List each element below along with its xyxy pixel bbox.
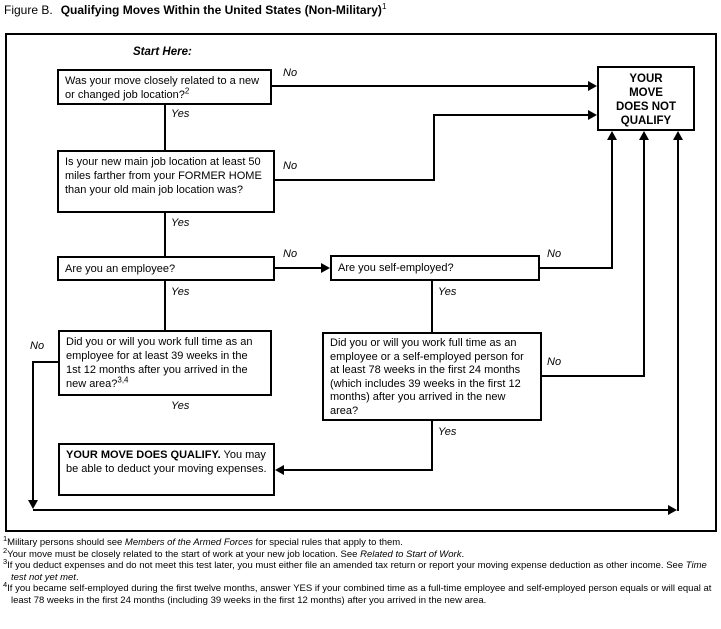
not-qualify-line: DOES NOT [615, 101, 677, 113]
node-78-weeks-question: Did you or will you work full time as an… [322, 332, 542, 421]
footnote-2-text-end: . [461, 548, 465, 560]
node-78-weeks-text: Did you or will you work full time as an… [330, 337, 524, 417]
node-39-weeks-question: Did you or will you work full time as an… [58, 330, 272, 396]
edge-label-q5-no: No [30, 340, 45, 352]
edge-q6-yes-left-line [284, 469, 433, 471]
edge-bottom-riser [677, 140, 679, 511]
footnote-4-marker: 4 [3, 579, 8, 589]
edge-q6-no-riser [643, 140, 645, 377]
edge-label-q6-yes: Yes [438, 426, 457, 438]
edge-bottom-line [33, 509, 668, 511]
node-distance-question: Is your new main job location at least 5… [57, 150, 275, 213]
not-qualify-line: MOVE [629, 87, 663, 99]
arrowhead-into-not-qualify-bottom-3 [673, 131, 683, 140]
edge-q1-no-line [272, 85, 588, 87]
edge-q2-yes-line [164, 212, 166, 256]
arrowhead-into-qualify [275, 465, 284, 475]
footnote-3-italic: Time test not yet met [11, 560, 707, 583]
edge-q5-no-left-line [33, 361, 59, 363]
qualify-title: YOUR MOVE DOES QUALIFY. [66, 449, 221, 461]
edge-q3-no-line [275, 267, 321, 269]
footnote-3: 3If you deduct expenses and do not meet … [3, 556, 718, 583]
footnote-2-marker: 2 [3, 545, 8, 555]
edge-q1-yes-line [164, 105, 166, 150]
node-self-employed-question: Are you self-employed? [330, 255, 540, 281]
node-distance-text: Is your new main job location at least 5… [65, 156, 262, 196]
edge-label-q5-yes: Yes [171, 400, 190, 412]
arrowhead-into-self-employed [321, 263, 330, 273]
edge-q2-no-line [275, 179, 435, 181]
edge-q6-no-line [542, 375, 645, 377]
arrowhead-bottom-right [668, 505, 677, 515]
footnote-1: 1Military persons should see Members of … [3, 533, 718, 549]
edge-label-q1-yes: Yes [171, 108, 190, 120]
node-move-qualifies: YOUR MOVE DOES QUALIFY. You may be able … [58, 443, 275, 496]
edge-q6-yes-down-line [431, 420, 433, 470]
node-move-does-not-qualify: YOUR MOVE DOES NOT QUALIFY [597, 66, 695, 131]
node-job-location-text: Was your move closely related to a new o… [65, 75, 260, 101]
edge-q4-no-riser [611, 140, 613, 269]
footnote-2: 2Your move must be closely related to th… [3, 546, 718, 561]
footnote-3-marker: 3 [3, 556, 8, 566]
edge-q4-no-line [540, 267, 613, 269]
figure-title: Figure B. Qualifying Moves Within the Uni… [4, 2, 387, 18]
not-qualify-line: QUALIFY [620, 115, 672, 127]
edge-label-q6-no: No [547, 356, 562, 368]
footnote-2-italic: Related to Start of Work [360, 548, 462, 560]
node-employee-question: Are you an employee? [57, 256, 275, 281]
footnote-4: 4If you became self-employed during the … [3, 579, 718, 606]
footnote-1-text: Military persons should see [7, 537, 125, 548]
edge-label-q2-no: No [283, 160, 298, 172]
edge-label-q4-no: No [547, 248, 562, 260]
footnote-3-text: If you deduct expenses and do not meet t… [7, 560, 686, 571]
edge-label-q2-yes: Yes [171, 217, 190, 229]
arrowhead-into-not-qualify-left-1 [588, 81, 597, 91]
node-39-weeks-text: Did you or will you work full time as an… [66, 336, 253, 390]
footnote-1-marker: 1 [3, 533, 8, 543]
footnote-1-text-end: for special rules that apply to them. [252, 537, 403, 548]
footnote-4-text: If you became self-employed during the f… [7, 583, 712, 606]
arrowhead-q5-no-down [28, 500, 38, 509]
start-here-label: Start Here: [133, 46, 192, 58]
edge-q4-yes-line [431, 281, 433, 332]
node-job-location-footnote-marker: 2 [184, 86, 190, 96]
not-qualify-line: YOUR [629, 73, 663, 85]
title-footnote-marker: 1 [381, 2, 387, 11]
figure-title-text: Qualifying Moves Within the United State… [60, 3, 382, 17]
footnote-2-text: Your move must be closely related to the… [7, 548, 361, 560]
qualify-text: You may be able to deduct your moving ex… [66, 449, 267, 475]
edge-label-q3-yes: Yes [171, 286, 190, 298]
arrowhead-into-not-qualify-bottom-2 [639, 131, 649, 140]
node-employee-text: Are you an employee? [65, 263, 176, 275]
footnote-3-text-end: . [75, 571, 79, 583]
arrowhead-into-not-qualify-left-2 [588, 110, 597, 120]
edge-q3-yes-line [164, 281, 166, 330]
node-39-weeks-footnote-marker: 3,4 [117, 375, 129, 385]
figure-label: Figure B. [4, 3, 53, 17]
edge-label-q1-no: No [283, 67, 298, 79]
edge-q2-no-riser [433, 114, 435, 181]
edge-label-q3-no: No [283, 248, 298, 260]
node-self-employed-text: Are you self-employed? [338, 262, 454, 274]
footnotes: 1Military persons should see Members of … [3, 533, 718, 606]
footnote-1-italic: Members of the Armed Forces [124, 537, 253, 548]
edge-label-q4-yes: Yes [438, 286, 457, 298]
arrowhead-into-not-qualify-bottom-1 [607, 131, 617, 140]
node-job-location-question: Was your move closely related to a new o… [57, 69, 272, 105]
edge-q2-no-top-line [435, 114, 588, 116]
edge-q5-no-down-line [32, 361, 34, 500]
